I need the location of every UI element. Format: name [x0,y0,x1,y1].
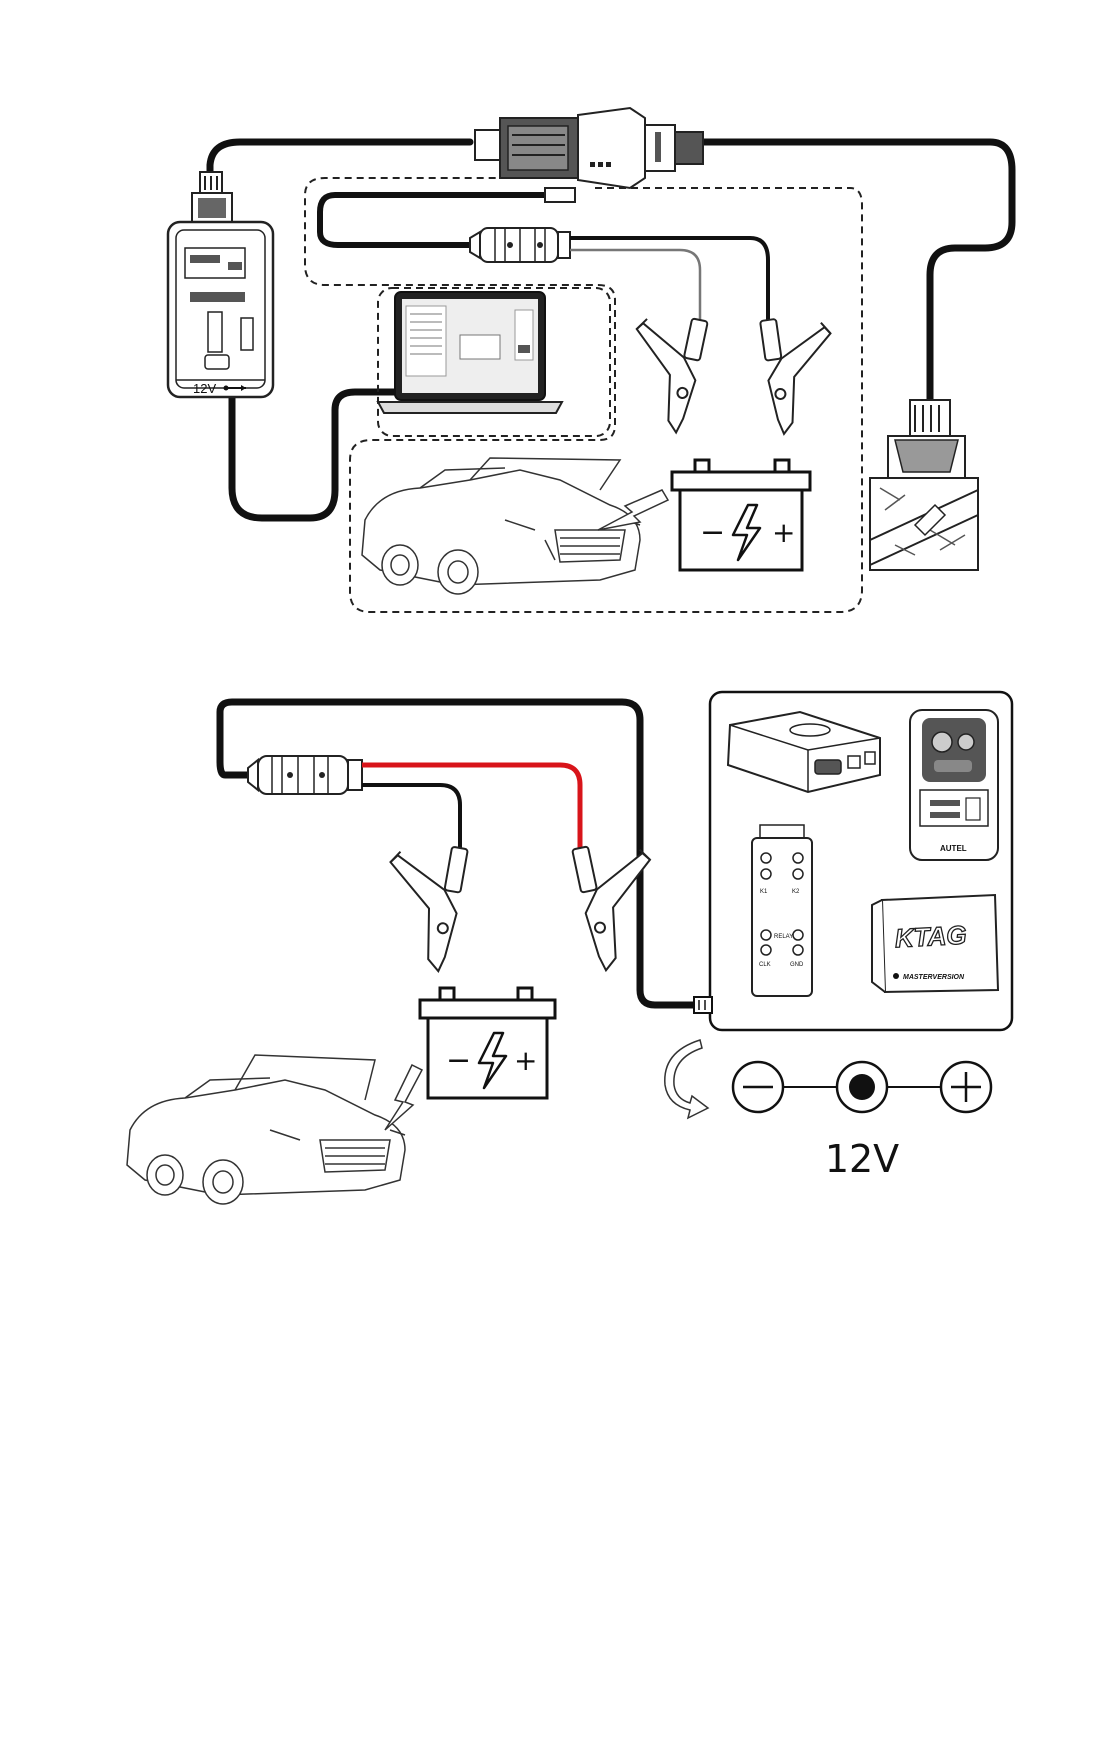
polarity-symbol-icon [733,1062,991,1112]
clamp-icon [572,834,670,972]
relay-box-label-gnd: GND [790,962,804,968]
ecu-board-icon [870,400,978,570]
programmer-device-icon: 12V [168,172,273,397]
battery-icon: − + [672,460,810,570]
ktag-sub-label: MASTERVERSION [903,974,965,981]
curved-arrow-icon [665,1040,708,1118]
relay-box-label-clk: CLK [759,962,771,968]
battery-minus: − [446,1043,471,1078]
relay-box-label-k2: K2 [792,889,800,895]
autel-label: AUTEL [940,844,967,853]
autel-programmer-icon: AUTEL [910,710,998,860]
power-connector-icon [470,228,570,262]
relay-box-label-k1: K1 [760,889,768,895]
cable-obd-to-ecu [700,142,1012,405]
battery-plus: + [772,516,795,549]
wire-positive-red [362,765,580,850]
car-icon [127,1055,405,1204]
hood-arrow-icon [385,1065,422,1130]
wire-negative-top [570,250,700,330]
cable-obd-to-device [210,142,470,175]
relay-box-icon: K1 K2 RELAY CLK GND [752,825,812,996]
laptop-icon [378,292,562,413]
relay-box-label-relay: RELAY [774,934,793,940]
power-connector-icon [248,756,362,794]
car-icon [362,458,640,594]
clamp-icon [760,312,843,435]
wire-positive-top [570,238,768,330]
ktag-label: KTAG [894,920,967,954]
battery-icon: − + [420,988,555,1098]
polarity-voltage-label: 12V [825,1137,899,1181]
clamp-icon [373,837,468,973]
box-connector [694,997,712,1013]
bottom-diagram: − + [127,692,1012,1204]
device-12v-label: 12V [193,381,216,396]
ktag-device-icon: KTAG MASTERVERSION [872,895,998,992]
clamp-icon [617,308,707,435]
battery-plus: + [514,1044,537,1077]
top-diagram: 12V [168,108,1012,612]
cable-device-to-laptop [232,392,395,518]
battery-minus: − [700,515,725,550]
wire-negative-black [362,785,460,850]
